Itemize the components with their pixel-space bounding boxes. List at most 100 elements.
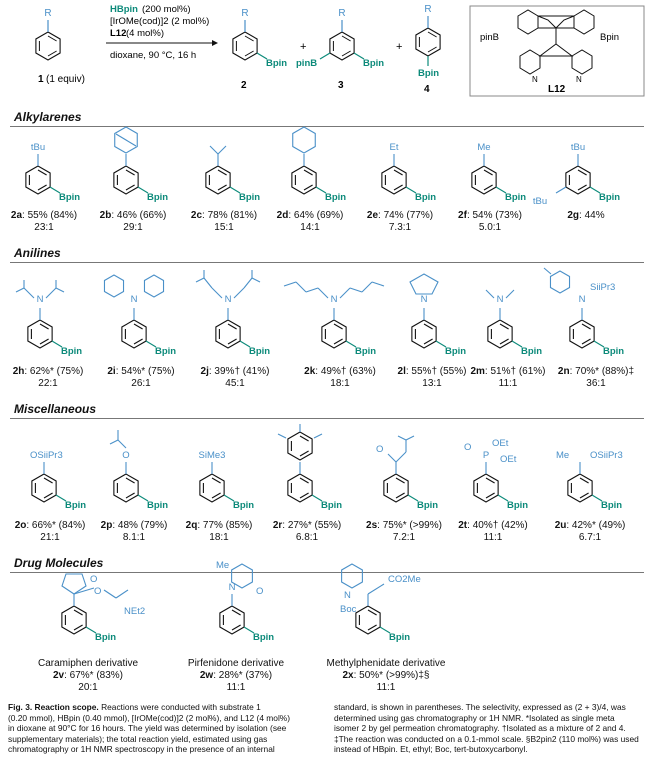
svg-text:N: N: [229, 582, 236, 593]
compound-2f: 2f: 54% (73%)5.0:1: [458, 210, 522, 233]
compound-2j: 2j: 39%† (41%)45:1: [200, 366, 270, 389]
svg-text:Bpin: Bpin: [253, 632, 274, 643]
rule-misc: [10, 418, 644, 419]
svg-text:R: R: [424, 4, 431, 15]
section-misc: Miscellaneous: [14, 402, 97, 416]
svg-text:Me: Me: [216, 560, 229, 571]
cond-ligand-amount: (4 mol%): [126, 28, 164, 39]
caption-column-2: standard, is shown in parentheses. The s…: [334, 702, 639, 755]
svg-text:OEt: OEt: [492, 438, 509, 449]
svg-text:tBu: tBu: [571, 142, 585, 153]
svg-text:Bpin: Bpin: [417, 500, 438, 511]
structure-2i: Bpin N: [103, 274, 176, 357]
rule-anilines: [10, 262, 644, 263]
svg-text:Bpin: Bpin: [325, 192, 346, 203]
svg-text:Bpin: Bpin: [600, 32, 619, 43]
compound-2l: 2l: 55%† (55%)13:1: [397, 366, 467, 389]
structure-2e: Bpin Et: [381, 142, 436, 203]
cond-hbpin: HBpin: [110, 4, 138, 15]
svg-text:SiMe3: SiMe3: [199, 450, 226, 461]
structure-2n: Bpin N SiiPr3: [543, 267, 624, 357]
svg-text:Bpin: Bpin: [363, 58, 384, 69]
cond-ligand: L12: [110, 28, 126, 39]
svg-text:Bpin: Bpin: [415, 192, 436, 203]
structure-2s: Bpin O: [376, 435, 438, 511]
svg-text:N: N: [421, 294, 428, 305]
svg-text:P: P: [483, 450, 489, 461]
svg-text:NEt2: NEt2: [124, 606, 145, 617]
svg-text:OEt: OEt: [500, 454, 517, 465]
svg-text:O: O: [122, 450, 129, 461]
sm-label: 1: [38, 74, 44, 85]
svg-text:Bpin: Bpin: [239, 192, 260, 203]
p4-label: 4: [424, 84, 430, 95]
sm-equiv: (1 equiv): [46, 74, 85, 85]
product-4: R Bpin 4: [415, 4, 441, 95]
svg-text:Bpin: Bpin: [95, 632, 116, 643]
rule-drugs: [10, 572, 644, 573]
svg-text:Bpin: Bpin: [147, 500, 168, 511]
svg-text:Bpin: Bpin: [389, 632, 410, 643]
svg-text:R: R: [338, 8, 345, 19]
cond-catalyst: [IrOMe(cod)]2 (2 mol%): [110, 16, 209, 27]
svg-text:Bpin: Bpin: [507, 500, 528, 511]
svg-text:Bpin: Bpin: [603, 346, 624, 357]
product-2: R Bpin 2: [232, 8, 287, 91]
svg-text:Bpin: Bpin: [233, 500, 254, 511]
plus-2: +: [396, 41, 402, 53]
svg-text:Et: Et: [390, 142, 399, 153]
svg-text:pinB: pinB: [480, 32, 499, 43]
ligand-label: L12: [548, 84, 566, 95]
svg-text:Bpin: Bpin: [59, 192, 80, 203]
svg-text:Bpin: Bpin: [521, 346, 542, 357]
svg-text:O: O: [94, 586, 101, 597]
svg-text:Bpin: Bpin: [65, 500, 86, 511]
svg-text:SiiPr3: SiiPr3: [590, 282, 615, 293]
structure-2b: Bpin: [113, 126, 168, 203]
svg-text:Bpin: Bpin: [249, 346, 270, 357]
svg-text:Bpin: Bpin: [601, 500, 622, 511]
svg-text:N: N: [131, 294, 138, 305]
section-anilines: Anilines: [14, 246, 61, 260]
svg-text:Bpin: Bpin: [445, 346, 466, 357]
svg-text:Bpin: Bpin: [599, 192, 620, 203]
svg-text:O: O: [376, 444, 383, 455]
svg-text:Bpin: Bpin: [266, 58, 287, 69]
structure-2d: Bpin: [291, 126, 346, 203]
substrate-1: R 1 (1 equiv): [35, 8, 85, 85]
compound-2i: 2i: 54%* (75%)26:1: [107, 366, 175, 389]
compound-2m: 2m: 51%† (61%)11:1: [470, 366, 546, 389]
compound-2g: 2g: 44%: [567, 210, 605, 221]
structure-2l: Bpin N: [409, 273, 466, 357]
p2-label: 2: [241, 80, 247, 91]
svg-text:tBu: tBu: [533, 196, 547, 207]
compound-2s: 2s: 75%* (>99%)7.2:1: [366, 520, 442, 543]
svg-text:O: O: [464, 442, 471, 453]
product-3: R Bpin pinB 3: [296, 8, 384, 91]
structure-2r: Bpin: [277, 424, 342, 511]
compound-2t: 2t: 40%† (42%)11:1: [458, 520, 528, 543]
svg-text:pinB: pinB: [296, 58, 317, 69]
svg-text:Bpin: Bpin: [418, 68, 439, 79]
svg-text:Me: Me: [556, 450, 569, 461]
svg-text:OSiiPr3: OSiiPr3: [30, 450, 63, 461]
conditions: HBpin (200 mol%) [IrOMe(cod)]2 (2 mol%) …: [106, 4, 218, 61]
ligand-box: N N pinB Bpin L12: [469, 5, 645, 97]
svg-text:N: N: [579, 294, 586, 305]
svg-text:R: R: [241, 8, 248, 19]
svg-text:Bpin: Bpin: [155, 346, 176, 357]
reaction-scheme: R 1 (1 equiv) HBpin (200 mol%) [IrOMe(co…: [35, 4, 645, 97]
svg-text:O: O: [90, 574, 97, 585]
section-drugs: Drug Molecules: [14, 556, 104, 570]
structure-2g: Bpin tBu tBu: [533, 142, 620, 207]
compound-2k: 2k: 49%† (63%)18:1: [304, 366, 376, 389]
